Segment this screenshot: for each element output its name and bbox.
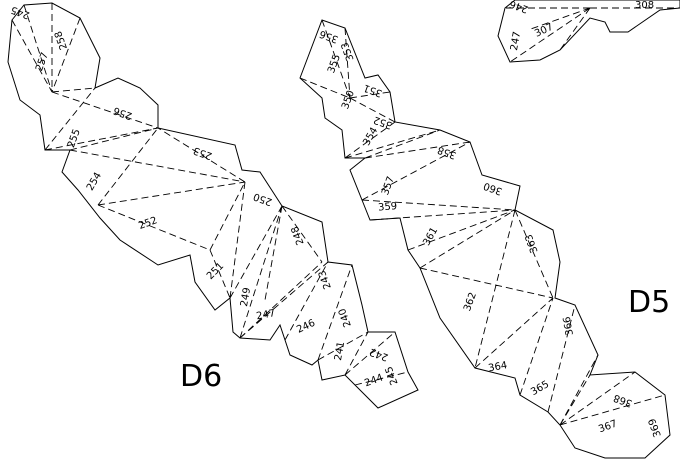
face-label: 307 bbox=[533, 22, 555, 40]
face-label: 248 bbox=[290, 225, 307, 247]
face-label: 245 bbox=[10, 4, 32, 21]
d5-outline bbox=[299, 19, 671, 459]
face-label: 355 bbox=[326, 53, 343, 75]
face-label: 366 bbox=[562, 316, 576, 337]
d6-fold-lines bbox=[11, 3, 409, 386]
face-label: 249 bbox=[239, 287, 253, 308]
face-label: 367 bbox=[597, 418, 619, 435]
face-label: 245 bbox=[384, 365, 401, 387]
d6-outline bbox=[7, 2, 419, 409]
d5-fold-lines bbox=[299, 19, 666, 426]
d5-group-label: D5 bbox=[628, 285, 670, 320]
face-label: 255 bbox=[66, 128, 83, 150]
partial-fold-lines bbox=[505, 7, 680, 63]
face-label: 356 bbox=[318, 28, 340, 45]
face-label: 257 bbox=[34, 51, 51, 73]
d6-face-labels: 245 258 257 256 255 253 254 252 250 248 … bbox=[10, 4, 401, 390]
face-label: 357 bbox=[380, 175, 397, 197]
face-label: 244 bbox=[363, 372, 385, 389]
partial-outline bbox=[497, 0, 680, 63]
face-label: 247 bbox=[509, 31, 523, 52]
face-label: 354 bbox=[361, 126, 380, 148]
face-label: 240 bbox=[337, 307, 354, 329]
face-label: 246 bbox=[295, 318, 317, 336]
face-label: 241 bbox=[333, 341, 347, 362]
face-label: 256 bbox=[112, 104, 134, 121]
face-label: 246 bbox=[508, 0, 530, 14]
face-label: 308 bbox=[635, 0, 654, 11]
d6-assembly: 245 258 257 256 255 253 254 252 250 248 … bbox=[7, 2, 419, 409]
face-label: 352 bbox=[372, 114, 394, 131]
face-label: 247 bbox=[255, 308, 276, 322]
face-label: 362 bbox=[462, 291, 479, 313]
face-label: 254 bbox=[85, 171, 104, 193]
face-label: 361 bbox=[421, 226, 440, 248]
d5-assembly: 356 353 355 351 350 352 354 358 357 359 … bbox=[299, 19, 671, 459]
d6-group-label: D6 bbox=[180, 359, 222, 394]
face-label: 360 bbox=[482, 180, 504, 197]
face-label: 359 bbox=[378, 201, 398, 214]
face-label: 363 bbox=[524, 233, 541, 255]
face-label: 365 bbox=[529, 379, 551, 398]
face-label: 364 bbox=[487, 360, 508, 374]
face-label: 250 bbox=[252, 190, 274, 207]
face-label: 252 bbox=[137, 215, 159, 232]
face-label: 243 bbox=[317, 269, 334, 291]
face-label: 369 bbox=[647, 417, 664, 439]
face-label: 258 bbox=[53, 29, 70, 51]
face-label: 368 bbox=[612, 392, 634, 409]
face-label: 242 bbox=[368, 346, 390, 363]
face-label: 253 bbox=[192, 144, 214, 161]
partial-assembly: 308 307 247 246 bbox=[497, 0, 680, 63]
face-label: 251 bbox=[205, 261, 226, 282]
